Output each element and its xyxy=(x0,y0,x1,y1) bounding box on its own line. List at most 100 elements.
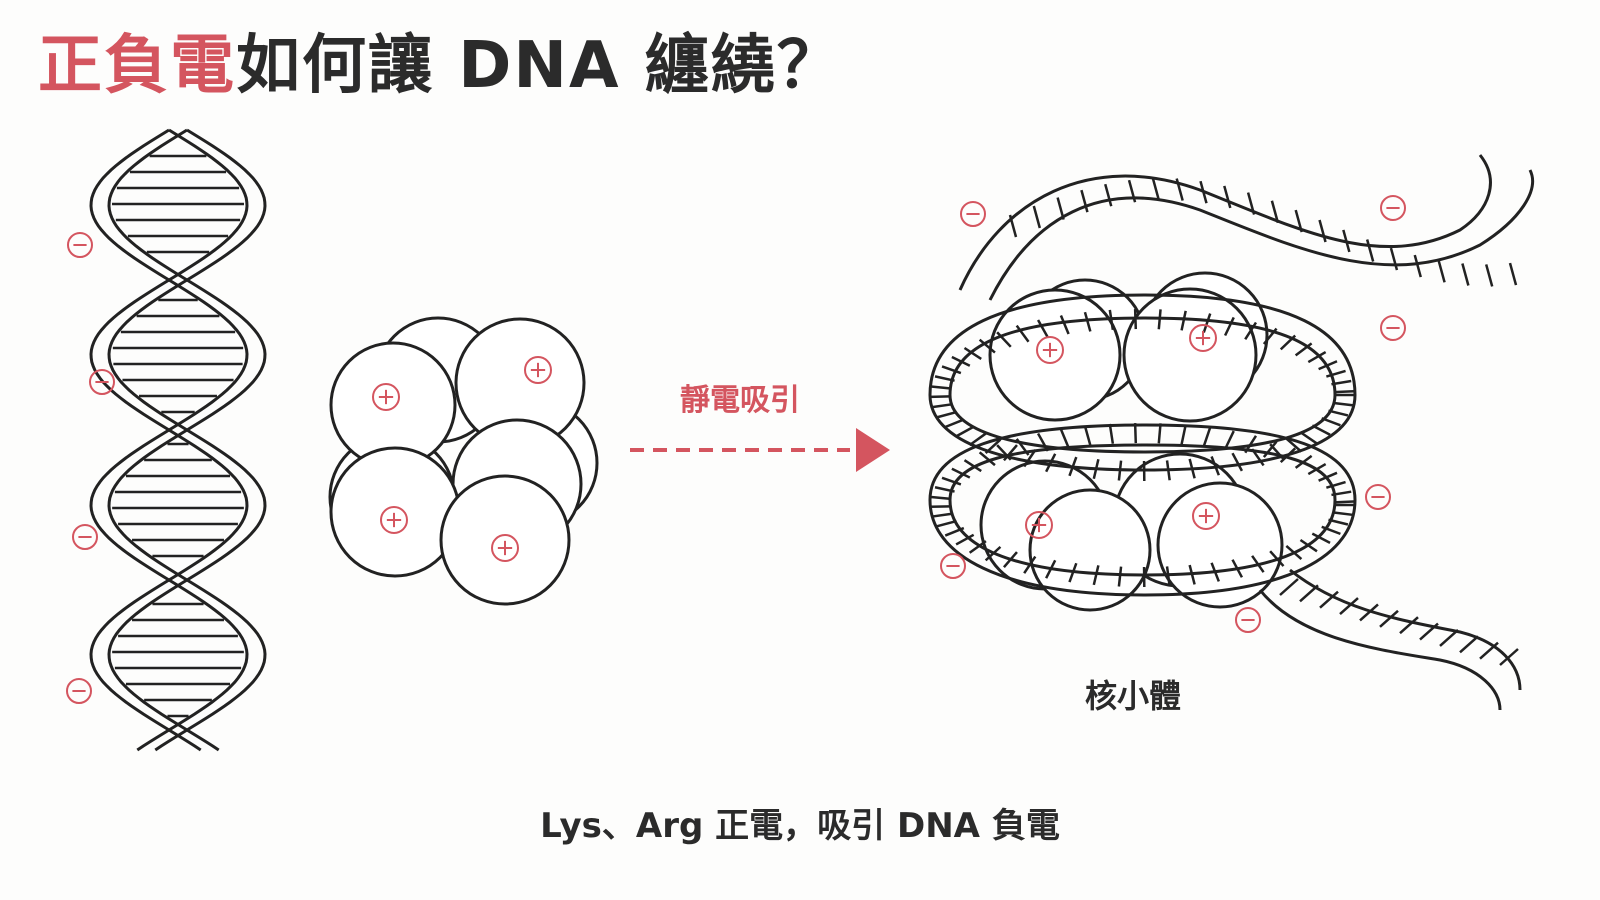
base-pair-rung xyxy=(1045,559,1057,579)
base-pair-rung xyxy=(1318,360,1338,371)
base-pair-rung xyxy=(1231,559,1244,578)
base-pair-rung xyxy=(1326,369,1346,378)
base-pair-rung xyxy=(1202,426,1212,447)
base-pair-rung xyxy=(1231,452,1244,472)
base-pair-rung xyxy=(1311,424,1331,436)
base-pair-rung xyxy=(1299,431,1318,445)
base-pair-rung xyxy=(1326,480,1346,489)
base-pair-rung xyxy=(1299,538,1318,553)
base-pair-rung xyxy=(1262,440,1278,458)
base-pair-rung xyxy=(1032,205,1042,229)
base-pair-rung xyxy=(1419,622,1439,641)
page-title: 正負電如何讓 DNA 纏繞？ xyxy=(38,14,843,106)
base-pair-rung xyxy=(1269,550,1285,567)
minus-charge-icon xyxy=(1380,195,1406,221)
base-pair-rung xyxy=(1157,309,1162,330)
base-pair-rung xyxy=(1262,327,1278,345)
base-pair-rung xyxy=(936,410,957,419)
base-pair-rung xyxy=(931,512,953,518)
dna-negative-charges xyxy=(66,232,115,704)
base-pair-rung xyxy=(1083,425,1092,446)
base-pair-rung xyxy=(1279,334,1297,351)
minus-charge-icon xyxy=(72,524,98,550)
base-pair-rung xyxy=(1108,423,1115,444)
base-pair-rung xyxy=(1332,401,1353,407)
base-pair-rung xyxy=(1175,178,1184,201)
nucleosome xyxy=(928,154,1535,711)
minus-charge-icon xyxy=(940,553,966,579)
base-pair-rung xyxy=(968,540,987,554)
base-pair-rung xyxy=(1180,424,1187,445)
base-pair-rung xyxy=(1108,309,1115,330)
histone-octamer xyxy=(328,316,599,606)
plus-charge-icon xyxy=(1036,336,1064,364)
base-pair-rung xyxy=(1059,315,1070,335)
minus-charge-icon xyxy=(1380,315,1406,341)
base-pair-rung xyxy=(1365,239,1375,262)
minus-charge-icon xyxy=(1365,484,1391,510)
base-pair-rung xyxy=(1461,263,1470,286)
base-pair-rung xyxy=(944,418,965,429)
base-pair-rung xyxy=(1015,438,1030,456)
base-pair-rung xyxy=(1359,603,1379,622)
base-pair-rung xyxy=(1299,584,1319,603)
base-pair-rung xyxy=(934,486,955,493)
base-pair-rung xyxy=(944,526,965,537)
base-pair-rung xyxy=(1484,264,1494,287)
dna-backbone xyxy=(89,128,249,752)
base-pair-rung xyxy=(1307,462,1327,476)
base-pair-rung xyxy=(996,444,1012,461)
base-pair-rung xyxy=(996,331,1012,348)
base-pair-rung xyxy=(1339,597,1359,616)
base-pair-rung xyxy=(1210,456,1220,476)
base-pair-rung xyxy=(1080,189,1089,213)
base-pair-rung xyxy=(963,459,982,473)
minus-charge-icon xyxy=(66,678,92,704)
base-pair-rung xyxy=(1151,177,1161,201)
base-pair-rung xyxy=(1307,350,1327,364)
base-pair-rung xyxy=(978,451,996,467)
arrow-label: 靜電吸引 xyxy=(680,383,800,418)
plus-charge-icon xyxy=(524,356,552,384)
base-pair-rung xyxy=(1413,254,1422,278)
plus-charge-icon xyxy=(1189,324,1217,352)
base-pair-rung xyxy=(1045,453,1057,473)
attraction-arrow xyxy=(630,428,890,472)
plus-charge-icon xyxy=(372,383,400,411)
base-pair-rung xyxy=(1008,214,1018,238)
base-pair-rung xyxy=(951,355,971,367)
base-pair-rung xyxy=(1311,532,1331,544)
base-pair-rung xyxy=(1188,564,1196,585)
base-pair-rung xyxy=(1059,428,1070,449)
base-pair-rung xyxy=(1244,435,1258,454)
base-pair-rung xyxy=(1023,449,1037,468)
base-pair-rung xyxy=(984,545,1002,562)
base-pair-rung xyxy=(941,365,962,375)
title-highlight: 正負電 xyxy=(38,29,236,103)
base-pair-rung xyxy=(1318,471,1338,482)
base-pair-rung xyxy=(1133,309,1138,330)
dna-backbone xyxy=(107,128,267,752)
base-pair-rung xyxy=(984,438,1002,455)
plus-charge-icon xyxy=(491,534,519,562)
base-pair-rung xyxy=(1104,183,1113,207)
base-pair-rung xyxy=(1499,648,1519,666)
base-pair-rung xyxy=(1002,444,1018,462)
base-pair-rung xyxy=(1223,316,1235,337)
base-pair-rung xyxy=(1092,458,1100,480)
base-pair-rung xyxy=(955,425,975,438)
base-pair-rung xyxy=(1223,185,1232,209)
base-pair-rung xyxy=(1202,313,1212,333)
base-pair-rung xyxy=(1285,544,1303,561)
base-pair-rung xyxy=(931,403,953,409)
dna-backbone xyxy=(89,128,249,752)
base-pair-rung xyxy=(1333,390,1354,394)
base-pair-rung xyxy=(1127,179,1137,203)
base-pair-rung xyxy=(1439,628,1459,647)
base-pair-rung xyxy=(1270,200,1280,224)
caption: Lys、Arg 正電，吸引 DNA 負電 xyxy=(540,806,1060,846)
base-pair-rung xyxy=(978,338,996,354)
base-pair-rung xyxy=(1321,525,1341,536)
base-pair-rung xyxy=(1294,342,1313,357)
nucleosome-charges xyxy=(940,195,1406,633)
